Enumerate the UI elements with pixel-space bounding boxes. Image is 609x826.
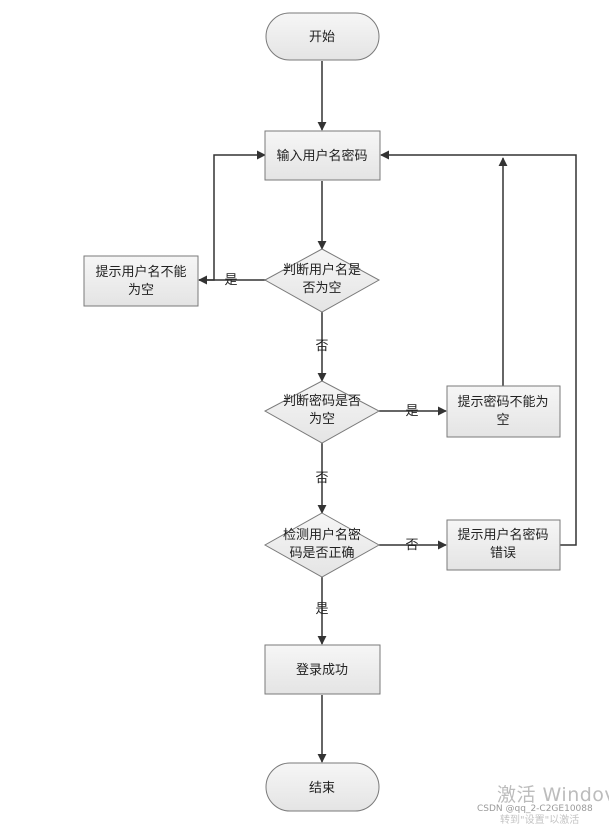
- check-credentials-label-line2: 码是否正确: [289, 546, 354, 561]
- check-username-label-line2: 否为空: [302, 281, 341, 296]
- check-password-label-line2: 为空: [309, 412, 335, 427]
- edge-label-password-yes: 是: [405, 404, 418, 419]
- arrow-prompt-credentials-back-to-input: [380, 150, 577, 546]
- start-label: 开始: [309, 30, 335, 45]
- end-terminal: [265, 762, 380, 812]
- prompt-password-label-line2: 空: [496, 413, 509, 428]
- csdn-watermark: CSDN @qq_2-C2GE10088: [477, 804, 593, 814]
- login-success-box: [264, 644, 381, 695]
- edge-label-username-no: 否: [315, 339, 328, 354]
- prompt-password-box: [446, 385, 561, 438]
- prompt-username-label-line2: 为空: [128, 283, 154, 298]
- check-credentials-decision: [263, 512, 381, 578]
- nodes: [83, 12, 561, 812]
- edge-label-credentials-no: 否: [405, 538, 418, 553]
- login-success-label: 登录成功: [296, 663, 348, 678]
- edge-label-password-no: 否: [315, 471, 328, 486]
- prompt-username-label-line1: 提示用户名不能: [95, 264, 186, 280]
- edge-label-credentials-yes: 是: [315, 602, 328, 617]
- check-password-label-line1: 判断密码是否: [283, 393, 361, 409]
- check-username-decision: [263, 248, 381, 313]
- prompt-credentials-label-line1: 提示用户名密码: [457, 527, 548, 543]
- input-label: 输入用户名密码: [276, 148, 367, 164]
- windows-activation-watermark: 激活 Windov: [497, 784, 609, 806]
- edge-label-username-yes: 是: [224, 273, 237, 288]
- prompt-password-label-line1: 提示密码不能为: [457, 394, 548, 410]
- connectors: [198, 61, 577, 763]
- start-terminal: [265, 12, 380, 61]
- prompt-username-box: [83, 255, 199, 307]
- prompt-credentials-box: [446, 519, 561, 571]
- check-credentials-label-line1: 检测用户名密: [283, 527, 361, 543]
- check-username-label-line1: 判断用户名是: [283, 262, 361, 278]
- input-process-box: [264, 130, 381, 181]
- check-password-decision: [263, 380, 381, 444]
- arrow-prompt-username-back-to-input: [199, 150, 266, 281]
- end-label: 结束: [309, 781, 335, 796]
- prompt-credentials-label-line2: 错误: [490, 546, 516, 561]
